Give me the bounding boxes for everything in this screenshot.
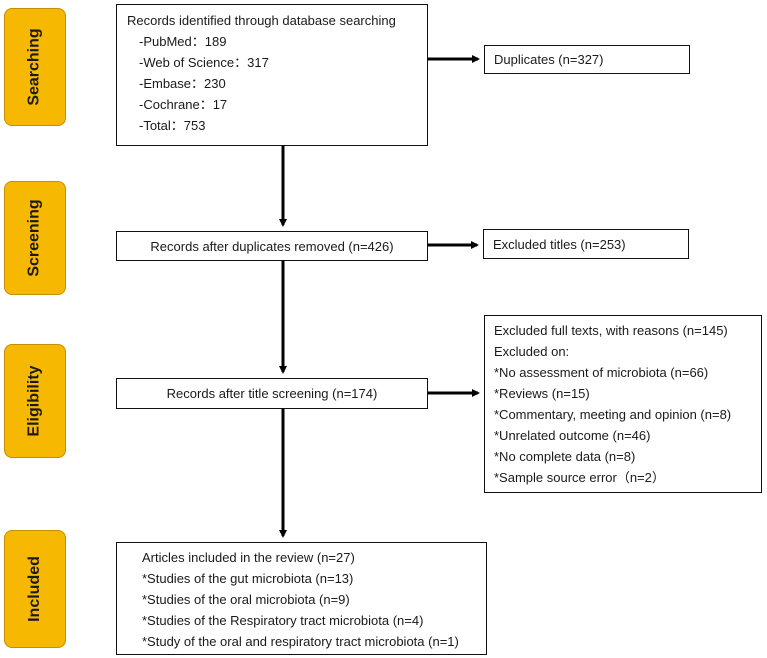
exclusion-reason: *Commentary, meeting and opinion (n=8) (494, 407, 732, 422)
stage-included: Included (4, 530, 66, 648)
source-pubmed: -PubMed：189 (139, 34, 227, 49)
stage-eligibility: Eligibility (4, 344, 66, 458)
after-duplicates-box: Records after duplicates removed (n=426) (116, 231, 428, 261)
identification-box: Records identified through database sear… (116, 4, 428, 146)
duplicates-box: Duplicates (n=327) (484, 45, 690, 74)
exclusion-reason: *Unrelated outcome (n=46) (494, 428, 651, 443)
stage-screening: Screening (4, 181, 66, 295)
excluded-fulltext-subtitle: Excluded on: (494, 344, 570, 359)
included-item: *Studies of the Respiratory tract microb… (142, 613, 424, 628)
exclusion-reason: *Sample source error（n=2） (494, 470, 665, 485)
exclusion-reason: *No complete data (n=8) (494, 449, 636, 464)
after-title-text: Records after title screening (n=174) (166, 386, 378, 401)
excluded-titles-text: Excluded titles (n=253) (493, 237, 626, 252)
source-cochrane: -Cochrane：17 (139, 97, 228, 112)
excluded-fulltext-box: Excluded full texts, with reasons (n=145… (484, 315, 762, 493)
identification-title: Records identified through database sear… (127, 13, 396, 28)
excluded-fulltext-title: Excluded full texts, with reasons (n=145… (494, 323, 728, 338)
stage-searching: Searching (4, 8, 66, 126)
included-item: *Studies of the gut microbiota (n=13) (142, 571, 354, 586)
included-title: Articles included in the review (n=27) (142, 550, 355, 565)
duplicates-text: Duplicates (n=327) (494, 52, 604, 67)
exclusion-reason: *Reviews (n=15) (494, 386, 590, 401)
included-item: *Study of the oral and respiratory tract… (142, 634, 459, 649)
after-duplicates-text: Records after duplicates removed (n=426) (150, 239, 394, 254)
after-title-box: Records after title screening (n=174) (116, 378, 428, 409)
excluded-titles-box: Excluded titles (n=253) (483, 229, 689, 259)
source-embase: -Embase：230 (139, 76, 226, 91)
source-web-of-science: -Web of Science：317 (139, 55, 269, 70)
included-box: Articles included in the review (n=27) *… (116, 542, 487, 655)
source-total: -Total：753 (139, 118, 206, 133)
included-item: *Studies of the oral microbiota (n=9) (142, 592, 350, 607)
exclusion-reason: *No assessment of microbiota (n=66) (494, 365, 709, 380)
